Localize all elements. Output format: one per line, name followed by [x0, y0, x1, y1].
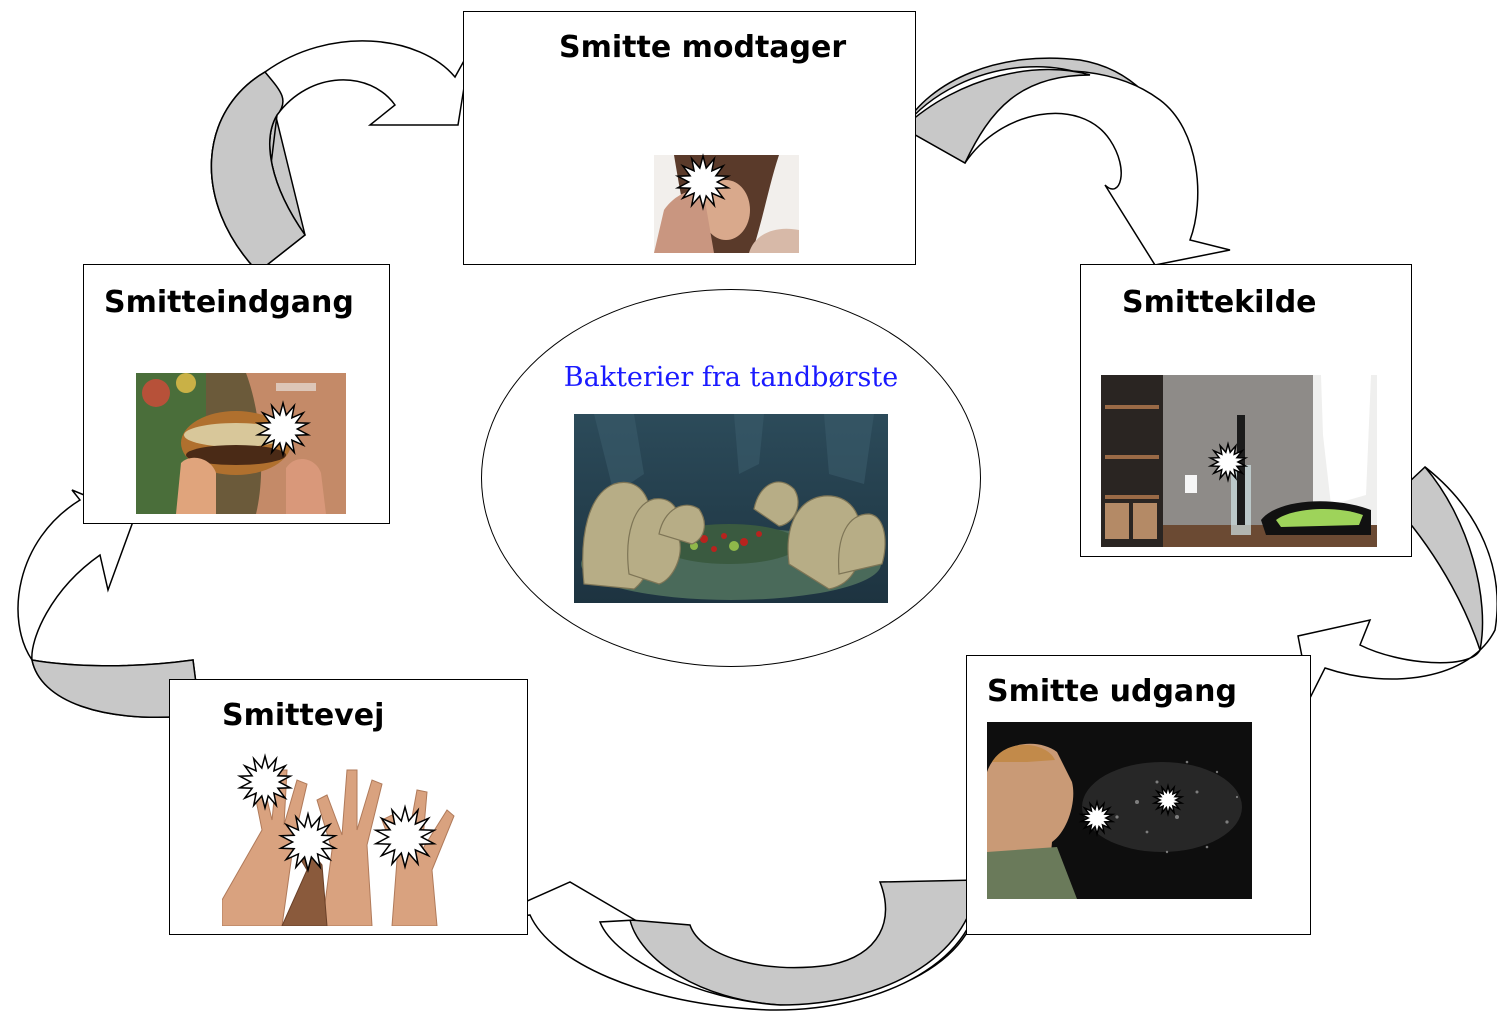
arrow-kilde-to-udgang — [1297, 466, 1497, 701]
toothbrush-bathroom-photo — [1101, 375, 1377, 547]
man-sneezing-photo — [987, 722, 1252, 899]
node-title: Smitte modtager — [559, 30, 847, 65]
center-label: Bakterier fra tandbørste — [563, 362, 899, 393]
node-smitteindgang: Smitteindgang — [83, 264, 390, 524]
node-smitte-modtager: Smitte modtager — [463, 11, 916, 265]
woman-headache-photo — [654, 155, 799, 253]
arrow-udgang-to-vej — [479, 879, 980, 1011]
node-title: Smitteindgang — [104, 285, 354, 320]
man-eating-burger-photo — [136, 373, 346, 514]
node-title: Smitte udgang — [987, 674, 1238, 709]
arrow-indgang-to-modtager — [210, 38, 471, 274]
node-smitte-udgang: Smitte udgang — [966, 655, 1311, 935]
bacteria-illustration — [574, 414, 888, 603]
arrow-modtager-to-kilde — [901, 57, 1231, 266]
node-title: Smittekilde — [1122, 285, 1317, 320]
node-smittekilde: Smittekilde — [1080, 264, 1412, 557]
node-title: Smittevej — [222, 698, 385, 733]
many-hands-photo — [222, 750, 465, 926]
node-smittevej: Smittevej — [169, 679, 528, 935]
